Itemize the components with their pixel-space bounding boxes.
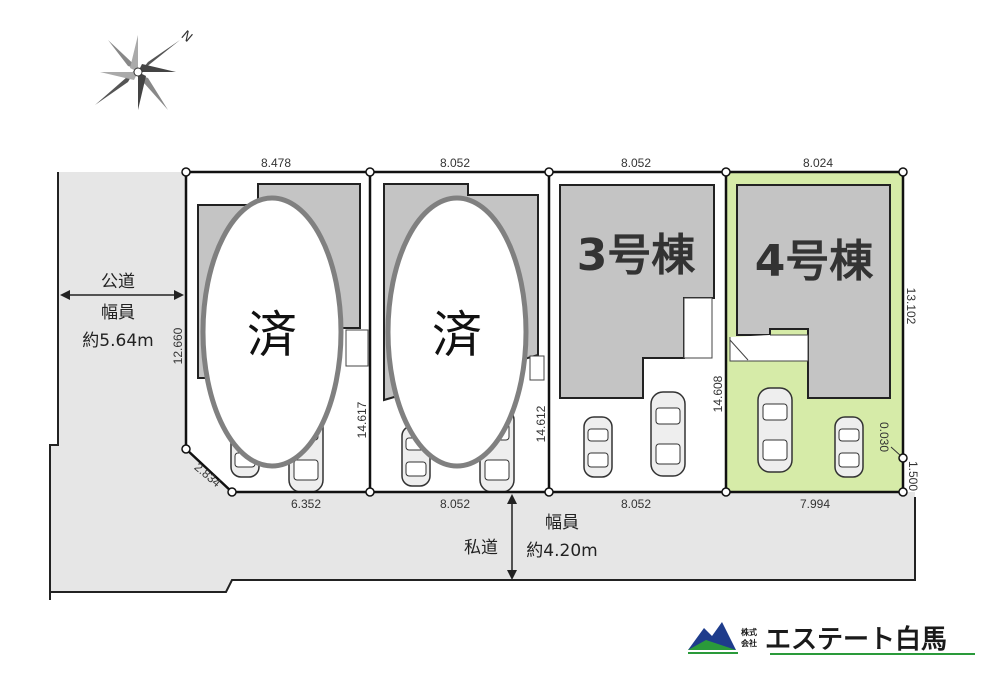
- north-label: N: [178, 28, 195, 46]
- lot3-right-dim: 14.608: [711, 375, 725, 412]
- public-road-width-label: 幅員: [101, 303, 135, 323]
- svg-text:済: 済: [432, 306, 482, 364]
- lot2-bottom-dim: 8.052: [440, 497, 470, 511]
- lot2-top-dim: 8.052: [440, 156, 470, 170]
- lot4-corner-dim: 1.500: [906, 461, 920, 491]
- public-road-width-arrow: [60, 290, 184, 300]
- private-road-width-label: 幅員: [545, 513, 579, 533]
- car-icon: [834, 416, 864, 478]
- lot1-top-dim: 8.478: [261, 156, 291, 170]
- car-icon: [650, 391, 686, 477]
- boundary-markers: [181, 167, 908, 497]
- private-road-width-value: 約4.20m: [526, 541, 597, 561]
- lot3-top-dim: 8.052: [621, 156, 651, 170]
- private-road-name: 私道: [464, 538, 498, 558]
- lot3-building: [559, 184, 715, 399]
- lot4-bottom-dim: 7.994: [800, 497, 830, 511]
- lot4-offset-dim: 0.030: [877, 422, 891, 452]
- lot2-right-dim: 14.612: [534, 405, 548, 442]
- svg-text:エステート白馬: エステート白馬: [765, 624, 947, 655]
- lot4-label: 4号棟: [755, 236, 875, 287]
- lot3-bottom-dim: 8.052: [621, 497, 651, 511]
- lot4-right-dim: 13.102: [904, 288, 918, 325]
- lot3-label: 3号棟: [577, 230, 697, 281]
- private-road-width-arrow: [507, 494, 517, 580]
- public-road-name: 公道: [101, 272, 135, 292]
- public-road-width-value: 約5.64m: [82, 331, 153, 351]
- lot4-building: [729, 184, 891, 399]
- svg-text:会社: 会社: [741, 638, 757, 648]
- car-icon: [583, 416, 613, 478]
- lot-boundaries: [184, 170, 905, 494]
- company-logo: 株式 会社 エステート白馬: [688, 622, 975, 655]
- svg-text:済: 済: [247, 306, 297, 364]
- road-area: [50, 172, 915, 592]
- compass-rose-icon: N: [95, 28, 195, 110]
- lot1-sold-mark: 済: [200, 195, 344, 469]
- car-icon: [757, 387, 793, 473]
- svg-text:株式: 株式: [741, 627, 757, 637]
- lot4-top-dim: 8.024: [803, 156, 833, 170]
- lot2-sold-mark: 済: [385, 195, 529, 469]
- lot1-right-dim: 14.617: [355, 401, 369, 438]
- lot1-left-dim: 12.660: [171, 327, 185, 364]
- lot1-bottom-dim: 6.352: [291, 497, 321, 511]
